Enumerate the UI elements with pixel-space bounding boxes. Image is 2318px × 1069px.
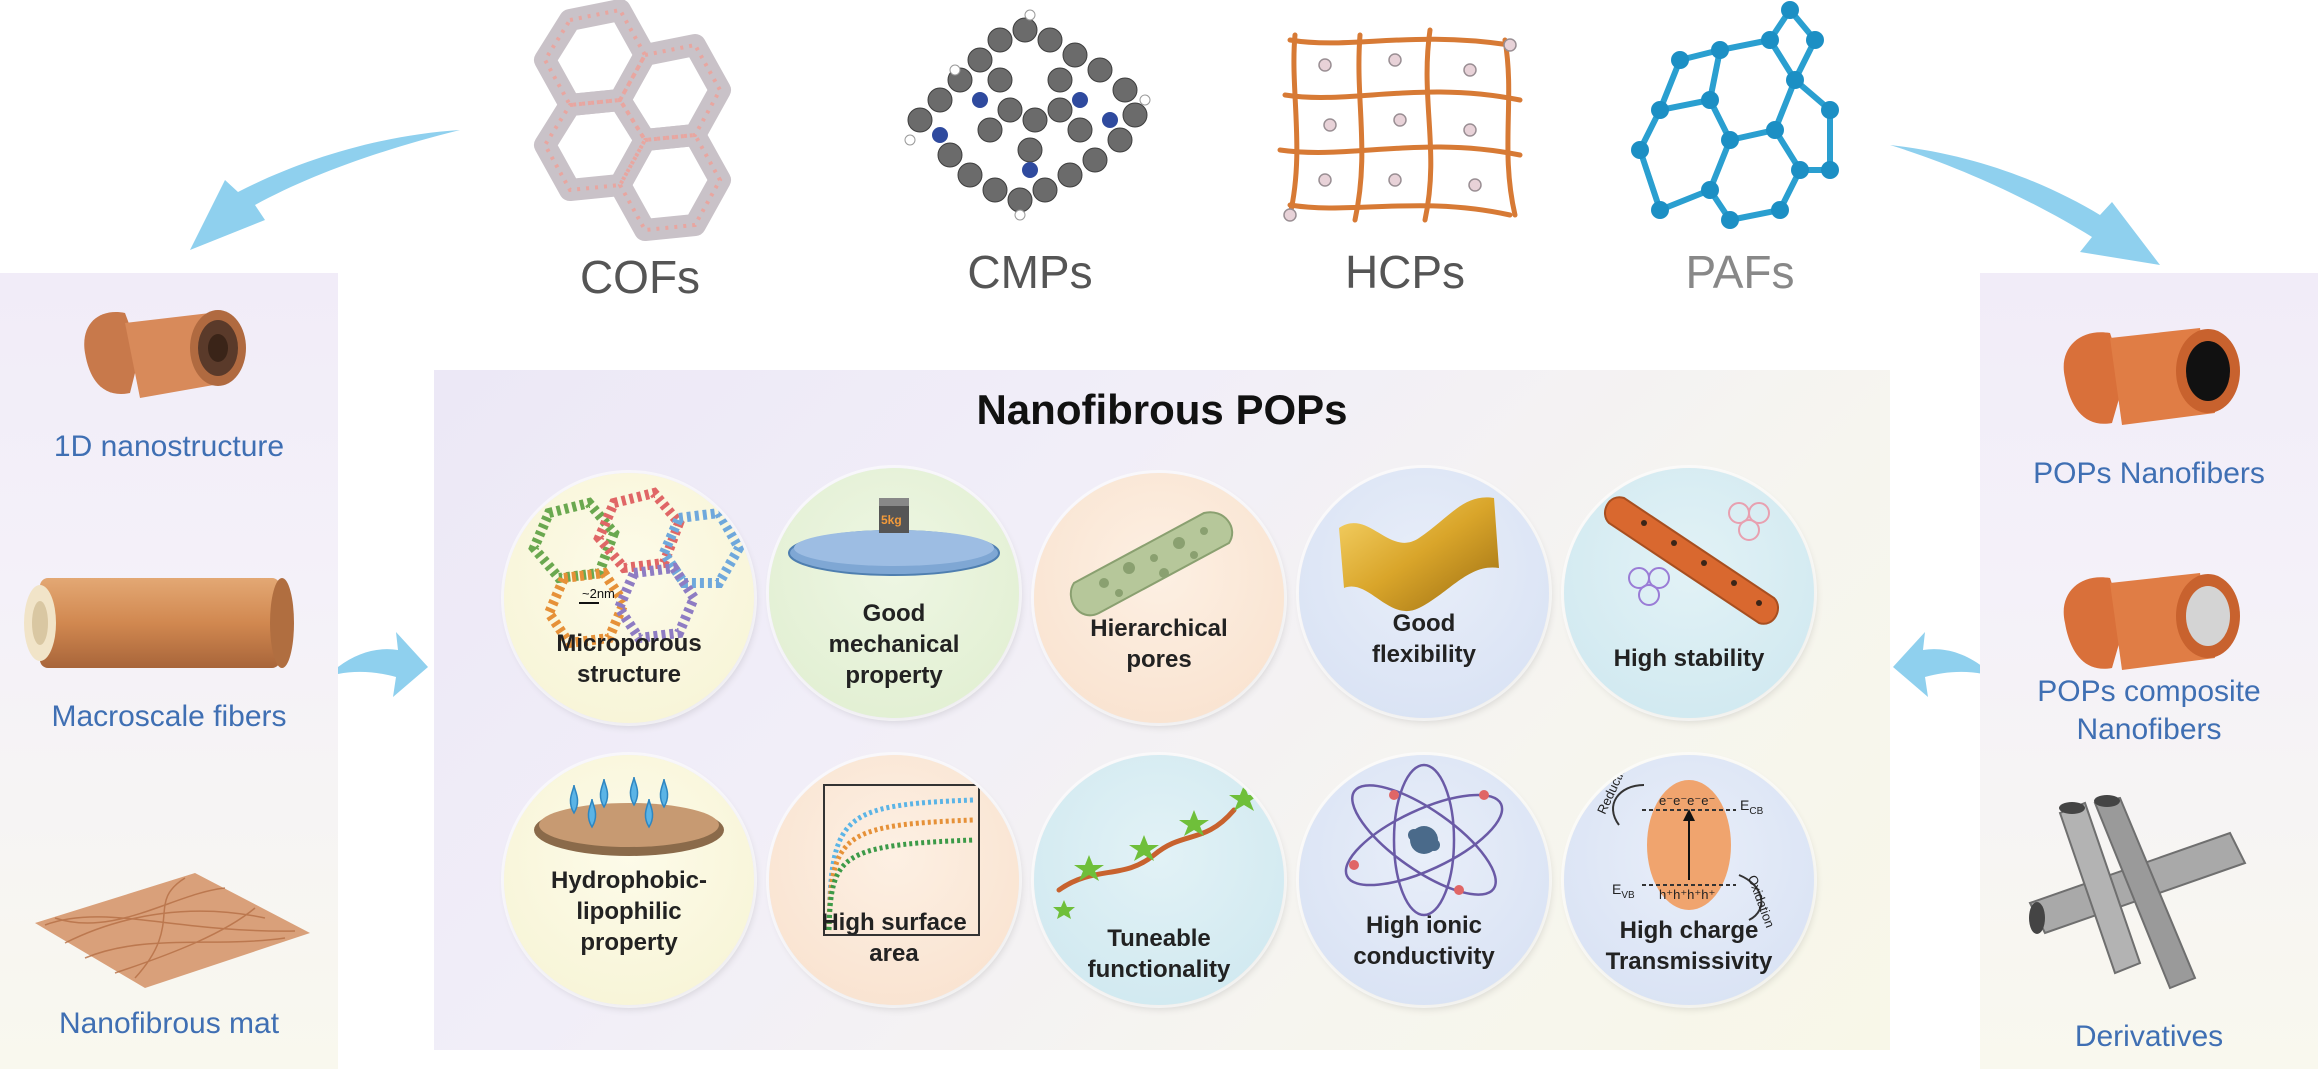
microporous-cof-icon [528, 487, 745, 649]
circle-label-high-surface-area: High surface area [821, 909, 967, 967]
mechanical-disk-icon [788, 498, 1000, 576]
right-item-derivatives: Derivatives [2074, 1020, 2224, 1053]
tuneable-chain-icon [1053, 785, 1259, 919]
nanofibrous-mat-icon [35, 873, 310, 988]
left-item-macroscale-fibers: Macroscale fibers [51, 700, 287, 733]
circle-microporous-structure: ~2nm Microporous structure [504, 473, 754, 723]
flexible-film-icon [1339, 497, 1499, 612]
pops-nanofiber-icon [2063, 328, 2240, 425]
pops-composite-nanofiber-icon [2063, 573, 2240, 670]
arrow-right-center-icon [1893, 632, 1983, 697]
center-title: Nanofibrous POPs [976, 386, 1348, 433]
circle-hierarchical-pores: Hierarchical pores [1034, 473, 1284, 723]
macroscale-fiber-icon [24, 578, 294, 668]
left-item-nanofibrous-mat: Nanofibrous mat [58, 1007, 280, 1040]
cof-structure-icon [534, 0, 731, 241]
hydrophobic-droplets-icon [534, 776, 724, 856]
circle-label-good-mechanical-property: Good mechanical property [828, 600, 960, 689]
center-panel: Nanofibrous POPs ~2nm Microporous struct… [434, 370, 1890, 1050]
right-panel: POPs Nanofibers POPs composite Nanofiber… [1980, 273, 2318, 1069]
ecb-label: ECB [1740, 797, 1763, 817]
pafs-label: PAFs [1685, 246, 1795, 298]
ecb-sub: CB [1749, 805, 1764, 817]
holes-label: h⁺h⁺h⁺h⁺ [1659, 887, 1716, 902]
derivatives-icon [2028, 795, 2247, 990]
ionic-orbit-icon [1344, 763, 1504, 917]
circle-high-stability: High stability [1564, 468, 1814, 718]
circle-label-hydrophobic-lipophilic-property: Hydrophobic- lipophilic property [551, 867, 707, 956]
arrow-top-right-icon [1890, 145, 2160, 265]
cmps-label: CMPs [967, 246, 1093, 298]
stable-fiber-icon [1604, 496, 1779, 625]
electrons-label: e⁻e⁻e⁻e⁻ [1659, 793, 1716, 808]
left-item-1d-nanostructure: 1D nanostructure [53, 430, 285, 463]
circle-tuneable-functionality: Tuneable functionality [1034, 755, 1284, 1005]
circle-high-surface-area: High surface area [769, 755, 1019, 1005]
circle-label-microporous-structure: Microporous structure [556, 630, 702, 688]
right-item-pops-composite-nanofibers: POPs composite Nanofibers [2037, 675, 2261, 746]
circle-high-ionic-conductivity: High ionic conductivity [1299, 755, 1549, 1005]
pore-size-label: ~2nm [582, 586, 615, 601]
circle-high-charge-transmissivity: Reduction Oxidation e⁻e⁻e⁻e⁻ h⁺h⁺h⁺h⁺ EC… [1564, 755, 1814, 1005]
cmp-structure-icon [904, 9, 1151, 221]
circle-good-flexibility: Good flexibility [1299, 468, 1549, 718]
weight-label: 5kg [881, 513, 902, 527]
ecb-main: E [1740, 797, 1750, 813]
evb-sub: VB [1621, 889, 1635, 901]
right-item-pops-nanofibers: POPs Nanofibers [2033, 457, 2265, 490]
arrow-top-left-icon [190, 130, 460, 250]
evb-main: E [1612, 881, 1622, 897]
circle-label-hierarchical-pores: Hierarchical pores [1090, 615, 1228, 673]
hcps-label: HCPs [1344, 246, 1466, 298]
circle-label-high-ionic-conductivity: High ionic conductivity [1353, 912, 1495, 970]
evb-label: EVB [1612, 881, 1635, 901]
left-panel: 1D nanostructure Macroscale fibers Nanof… [0, 273, 338, 1069]
paf-structure-icon [1631, 1, 1839, 229]
circle-label-high-stability: High stability [1613, 645, 1765, 672]
charge-transfer-icon [1612, 780, 1763, 921]
cofs-label: COFs [579, 251, 701, 303]
circle-label-tuneable-functionality: Tuneable functionality [1087, 925, 1231, 983]
surface-area-isotherm-icon [823, 784, 980, 936]
circle-label-good-flexibility: Good flexibility [1371, 610, 1477, 668]
nanostructure-1d-icon [84, 310, 246, 398]
circle-label-high-charge-transmissivity: High charge Transmissivity [1605, 917, 1773, 975]
circle-hydrophobic-lipophilic-property: Hydrophobic- lipophilic property [504, 755, 754, 1005]
hcp-structure-icon [1277, 27, 1523, 223]
circle-good-mechanical-property: 5kg Good mechanical property [769, 468, 1019, 718]
arrow-left-center-icon [338, 632, 428, 697]
hierarchical-pores-icon [1069, 511, 1234, 617]
